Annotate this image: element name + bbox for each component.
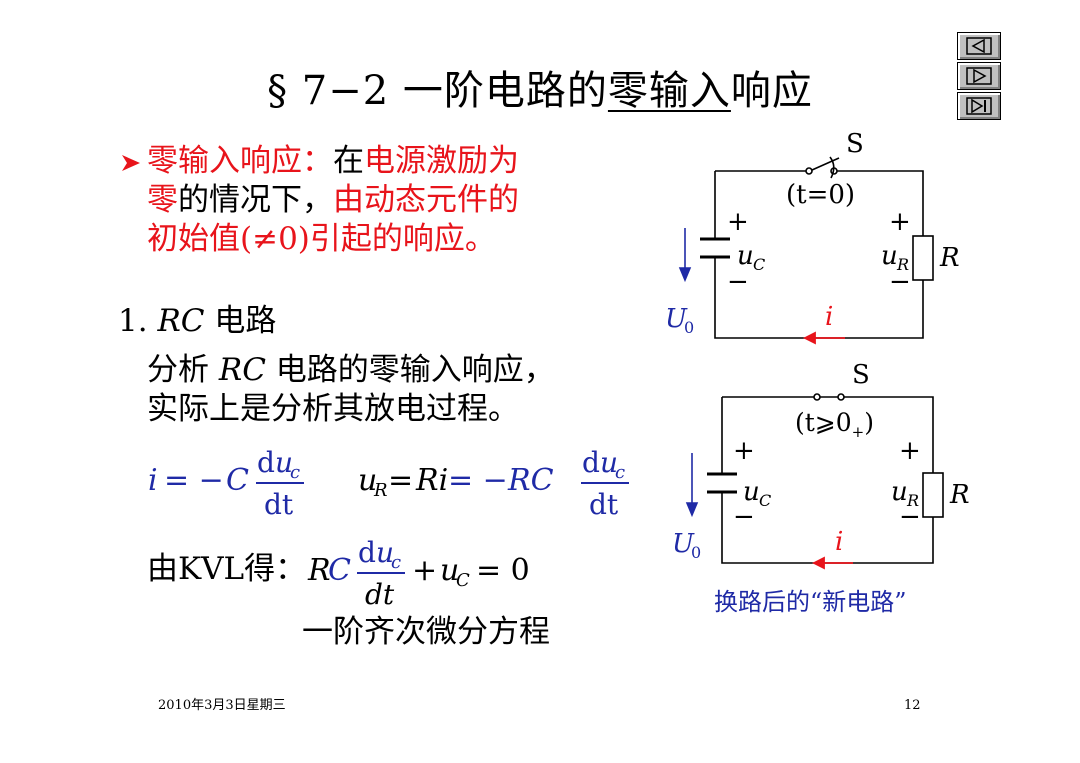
svg-text:+: +: [733, 436, 755, 466]
last-slide-button[interactable]: [957, 92, 1001, 120]
svg-text:U: U: [672, 529, 695, 559]
current-voltage-equations: i = − C d u c dt u R = Ri = − RC d u c d…: [148, 446, 629, 521]
slide-navigation: [957, 32, 1003, 122]
next-icon: [966, 67, 992, 85]
svg-text:dt: dt: [589, 488, 619, 521]
svg-text:d: d: [358, 536, 376, 569]
svg-text:u: u: [275, 446, 293, 479]
switch-contact: [837, 393, 845, 401]
svg-text:U: U: [665, 304, 688, 334]
svg-text:u: u: [891, 477, 908, 507]
section-heading-rc: 1. RC 电路: [118, 303, 277, 339]
svg-text:c: c: [290, 462, 300, 483]
svg-text:S: S: [852, 360, 870, 390]
analysis-line-2: 实际上是分析其放电过程。: [147, 391, 519, 427]
resistor: [922, 472, 944, 518]
svg-text:i: i: [835, 527, 843, 557]
title-underlined: 零输入: [607, 68, 731, 114]
switch-contact: [813, 393, 821, 401]
svg-text:c: c: [391, 552, 401, 573]
rc-circuit-before-switching: S (t=0) + − u C + − u R R U 0 i: [665, 130, 960, 345]
svg-text:+: +: [727, 207, 749, 237]
switch-blade: [811, 157, 840, 171]
svg-text:(t=0): (t=0): [786, 180, 855, 210]
svg-text:C: C: [759, 491, 771, 510]
svg-text:u: u: [737, 241, 754, 271]
svg-text:u: u: [376, 536, 394, 569]
definition-line-3: 初始值(≠0)引起的响应。: [147, 221, 496, 257]
svg-text:u: u: [440, 553, 459, 588]
rc-circuit-after-switching: S (t⩾0+) + − u C + − u R R U 0 i: [672, 360, 970, 570]
equation-name: 一阶齐次微分方程: [302, 614, 550, 650]
svg-text:R: R: [949, 480, 970, 510]
analysis-line-1: 分析 RC 电路的零输入响应，: [147, 352, 555, 388]
svg-text:u: u: [881, 241, 898, 271]
kvl-equation: R C d u c dt + u C = 0: [307, 536, 530, 611]
svg-text:i: i: [825, 302, 833, 332]
svg-text:R: R: [896, 255, 909, 274]
definition-line-1: 零输入响应：在电源激励为: [147, 143, 519, 179]
switch-contact: [805, 167, 813, 175]
svg-text:0: 0: [691, 543, 701, 562]
svg-text:R: R: [906, 491, 919, 510]
prev-slide-button[interactable]: [957, 32, 1001, 60]
svg-text:S: S: [846, 130, 864, 159]
page-number: 12: [904, 698, 921, 713]
svg-text:d: d: [257, 446, 275, 479]
svg-text:+: +: [899, 436, 921, 466]
svg-text:0: 0: [684, 318, 694, 337]
svg-text:= −: = −: [448, 463, 508, 498]
svg-text:C: C: [753, 255, 765, 274]
svg-text:= 0: = 0: [476, 553, 530, 588]
resistor: [912, 235, 934, 281]
svg-text:−: −: [733, 502, 755, 532]
svg-text:−: −: [889, 267, 911, 297]
slide-title: § 7−2 一阶电路的零输入响应: [267, 68, 813, 114]
switch-arc: [829, 156, 835, 179]
svg-text:c: c: [615, 462, 625, 483]
svg-text:(t⩾0+): (t⩾0+): [795, 408, 874, 441]
svg-text:C: C: [328, 553, 351, 588]
svg-text:R: R: [939, 243, 960, 273]
definition-line-2: 零的情况下，由动态元件的: [147, 182, 519, 218]
svg-text:Ri: Ri: [415, 463, 448, 498]
bullet-arrow-icon: [120, 149, 142, 181]
svg-text:dt: dt: [365, 578, 395, 611]
prev-icon: [966, 37, 992, 55]
svg-text:RC: RC: [507, 463, 554, 498]
svg-text:u: u: [743, 477, 760, 507]
svg-text:u: u: [358, 463, 377, 498]
svg-text:R: R: [307, 553, 331, 588]
current-arrow-head: [802, 331, 816, 345]
svg-text:R: R: [373, 480, 388, 501]
svg-text:dt: dt: [264, 488, 294, 521]
svg-text:+: +: [889, 207, 911, 237]
svg-text:= −: = −: [164, 463, 224, 498]
current-arrow-head: [811, 556, 825, 570]
eq-i: i: [148, 463, 158, 498]
voltage-arrow-head: [685, 502, 699, 518]
svg-text:C: C: [226, 463, 249, 498]
circuit-caption: 换路后的“新电路”: [714, 588, 907, 616]
voltage-arrow-head: [678, 267, 692, 283]
svg-text:=: =: [388, 463, 413, 498]
svg-text:+: +: [412, 553, 437, 588]
kvl-prefix: 由KVL得：: [147, 551, 307, 587]
svg-text:C: C: [456, 570, 470, 591]
svg-text:−: −: [899, 502, 921, 532]
last-icon: [966, 97, 992, 115]
next-slide-button[interactable]: [957, 62, 1001, 90]
svg-text:u: u: [600, 446, 618, 479]
svg-text:d: d: [582, 446, 600, 479]
svg-text:−: −: [727, 267, 749, 297]
footer-date: 2010年3月3日星期三: [158, 698, 286, 713]
